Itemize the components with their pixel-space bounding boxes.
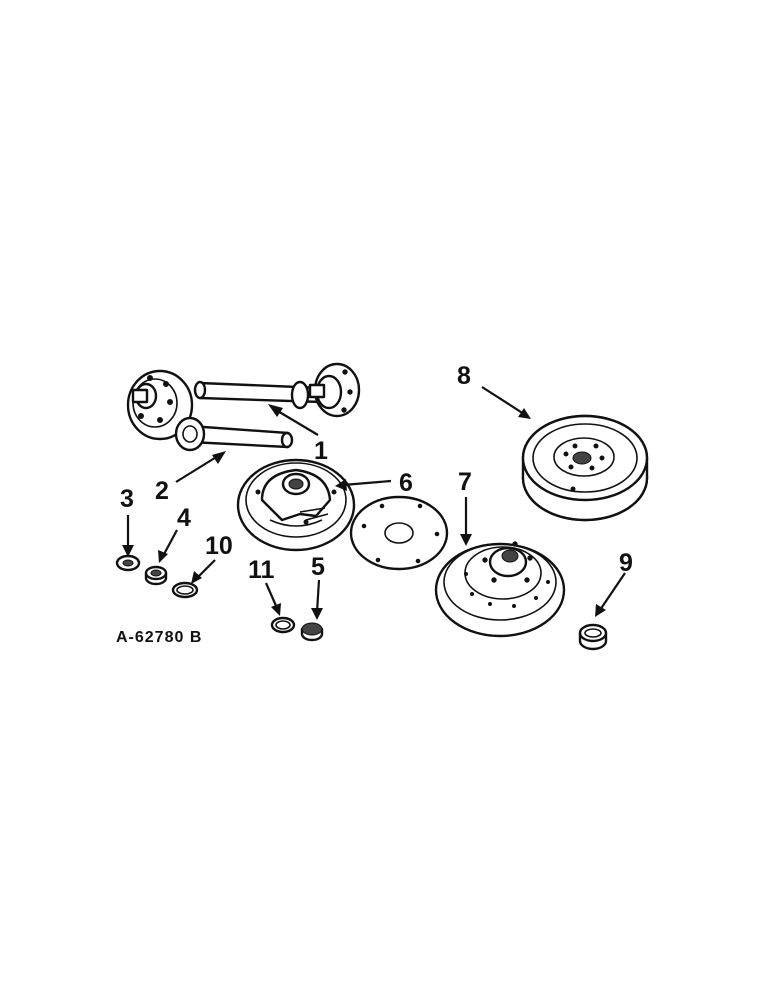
callout-10: 10 — [205, 532, 233, 560]
ring-11 — [270, 616, 296, 634]
axle-assembly — [126, 362, 361, 452]
callout-8: 8 — [457, 362, 471, 390]
cap-9 — [578, 623, 608, 651]
seal-3 — [115, 554, 141, 572]
callout-labels: 1 2 3 4 5 6 7 8 9 10 11 A-62780 B — [116, 362, 633, 646]
callout-2: 2 — [155, 477, 169, 505]
brake-backing-plate — [236, 458, 356, 552]
drawing-number: A-62780 B — [116, 629, 202, 646]
callout-9: 9 — [619, 549, 633, 577]
callout-6: 6 — [399, 469, 413, 497]
wheel-rim — [521, 414, 649, 522]
callout-4: 4 — [177, 504, 191, 532]
callout-5: 5 — [311, 553, 325, 581]
ring-10 — [171, 581, 199, 599]
callout-3: 3 — [120, 485, 134, 513]
gasket — [349, 495, 449, 571]
callout-1: 1 — [314, 437, 328, 465]
brake-drum — [434, 541, 566, 638]
leader-lines — [122, 386, 626, 620]
callout-7: 7 — [458, 468, 472, 496]
cup-5 — [300, 622, 324, 642]
callout-11: 11 — [248, 556, 275, 584]
cup-4 — [144, 565, 168, 586]
